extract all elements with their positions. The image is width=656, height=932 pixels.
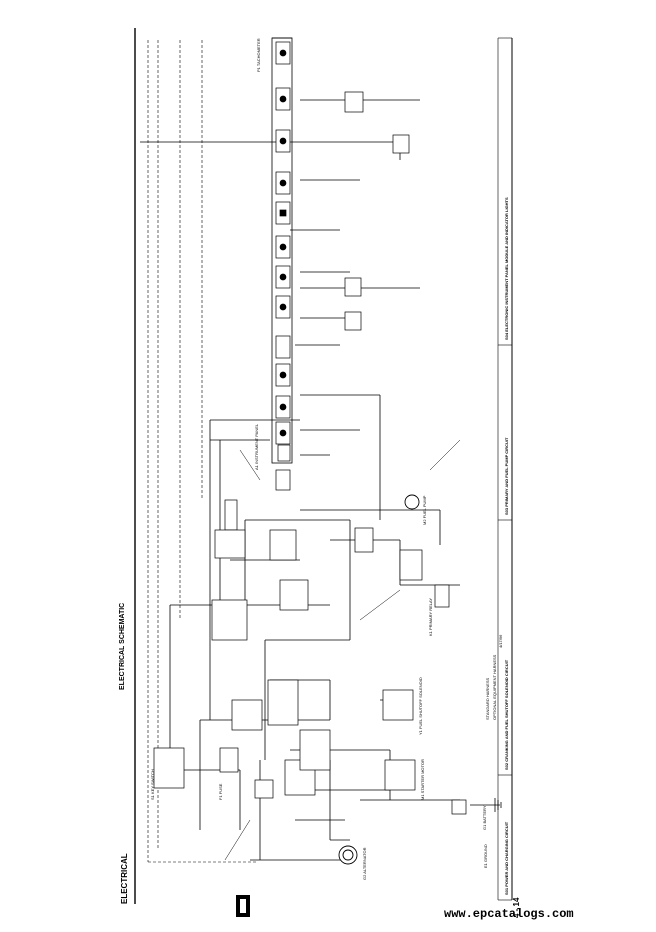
label-alternator: G2 ALTERNATOR bbox=[362, 847, 367, 880]
label-battery: G1 BATTERY bbox=[482, 805, 487, 830]
border-lines bbox=[134, 28, 513, 904]
schematic-title: ELECTRICAL SCHEMATIC bbox=[119, 602, 126, 690]
ground-symbol bbox=[494, 798, 502, 812]
watermark-url: www.epcatalogs.com bbox=[444, 907, 574, 921]
section-label-s03: S03 PRIMARY AND FUEL PUMP CIRCUIT bbox=[504, 437, 509, 516]
label-fuse: F1 FUSE bbox=[218, 783, 223, 800]
section-label-s01: S01 POWER AND CHARGING CIRCUIT bbox=[504, 821, 509, 895]
legend-optional: OPTIONAL EQUIPMENT HARNESS bbox=[492, 654, 497, 720]
instrument-panel bbox=[271, 37, 293, 464]
section-label-s04: S04 ELECTRONIC INSTRUMENT PANEL MODULE A… bbox=[504, 197, 509, 340]
label-key-switch: S1 KEY SWITCH bbox=[150, 769, 155, 800]
section-label-s02: S02 CRANKING AND FUEL SHUTOFF SOLENOID C… bbox=[504, 659, 509, 770]
label-primary-relay: K1 PRIMARY RELAY bbox=[428, 597, 433, 636]
label-fuel-shutoff: Y1 FUEL SHUTOFF SOLENOID bbox=[418, 677, 423, 735]
diagonal-harness-lines bbox=[224, 439, 461, 861]
section-heading: ELECTRICAL bbox=[120, 853, 129, 904]
motor-symbols bbox=[338, 494, 420, 865]
indicator-modules bbox=[275, 41, 291, 491]
label-ground: E1 GROUND bbox=[483, 844, 488, 868]
label-starter: M1 STARTER MOTOR bbox=[420, 759, 425, 800]
label-tachometer: P1 TACHOMETER bbox=[256, 38, 261, 72]
wiring-lines bbox=[140, 99, 500, 861]
relay-and-switch-boxes bbox=[153, 91, 467, 815]
label-fuel-pump: M2 FUEL PUMP bbox=[422, 495, 427, 525]
legend-standard: STANDARD HARNESS bbox=[485, 677, 490, 720]
footer-date: 4/17/96 bbox=[498, 634, 503, 648]
black-marker-icon bbox=[236, 895, 250, 917]
harness-dashed-lines bbox=[147, 40, 258, 863]
label-instrument-panel: A1 INSTRUMENT PANEL bbox=[254, 423, 259, 470]
